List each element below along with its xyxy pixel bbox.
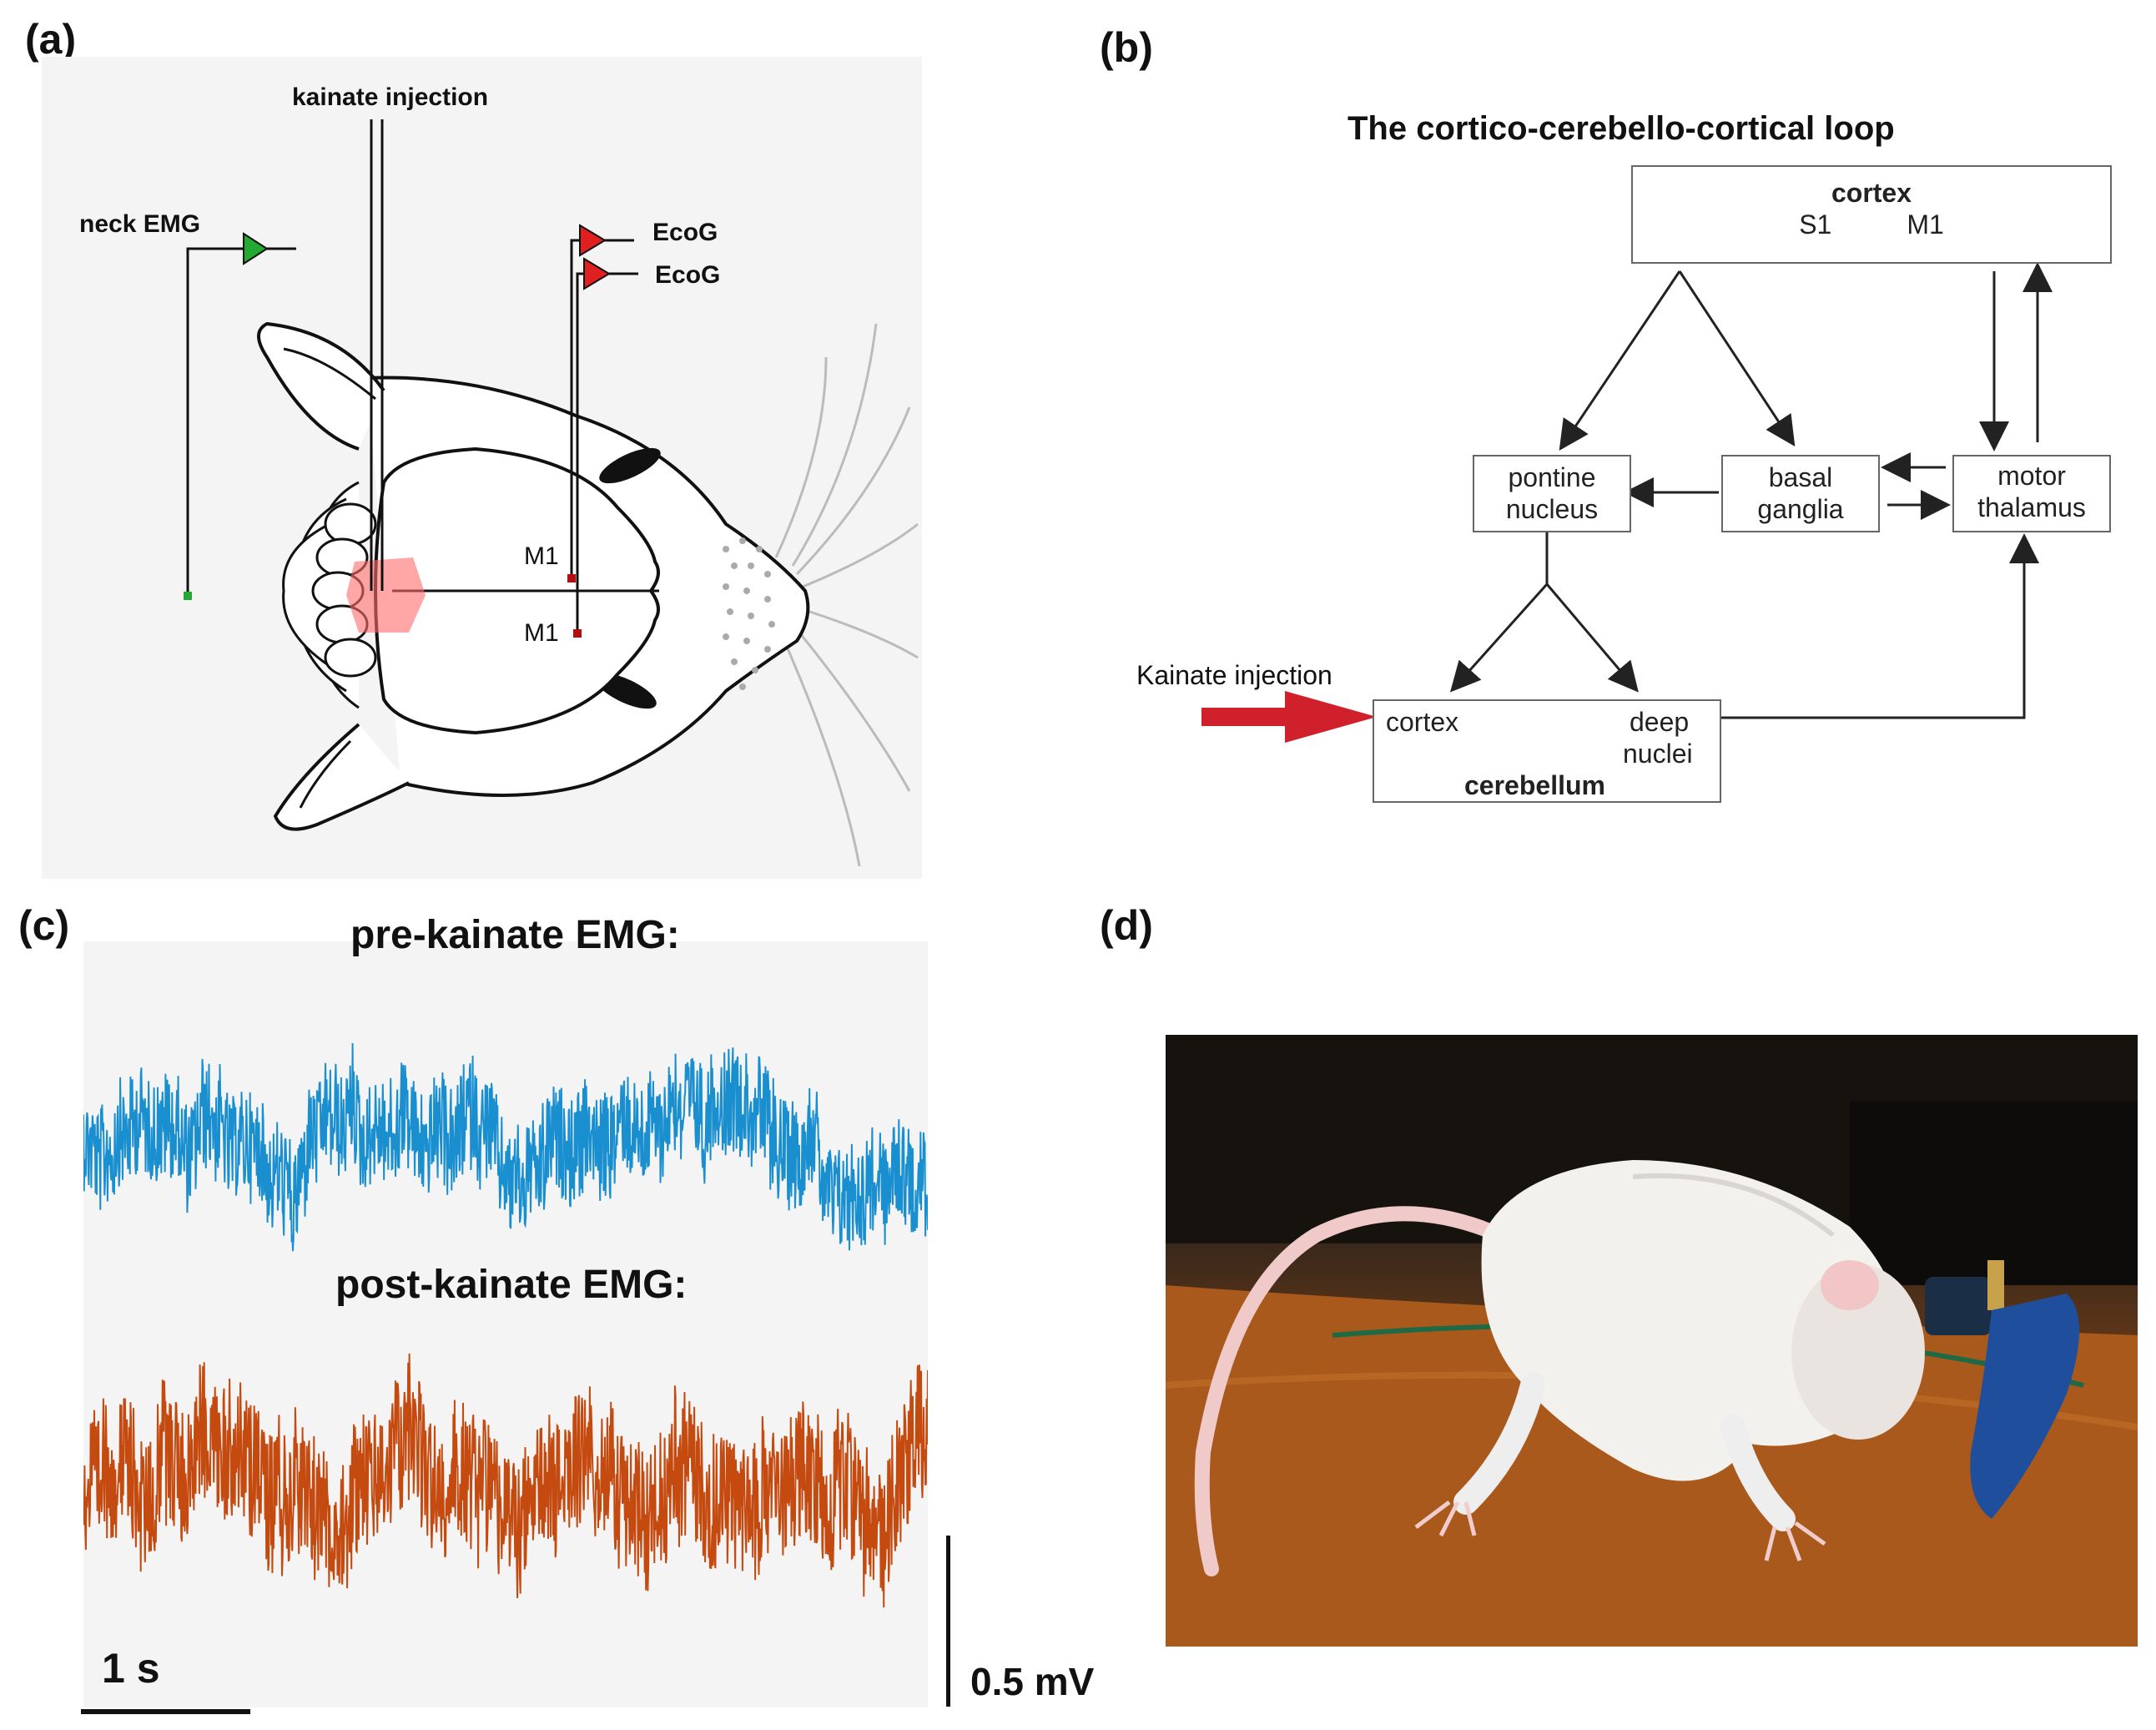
- basal-line1: basal: [1768, 462, 1833, 492]
- m1-label-bottom: M1: [524, 619, 559, 647]
- loop-title: The cortico-cerebello-cortical loop: [1348, 110, 1895, 147]
- eye-top: [599, 447, 661, 484]
- rat-body: [1481, 1160, 1900, 1481]
- panel-a-rat-schematic: [184, 119, 919, 867]
- connector-cap: [1987, 1260, 2004, 1310]
- kainate-arrow: [1285, 691, 1377, 743]
- ecog-marker-2: [583, 257, 611, 290]
- pre-kainate-title: pre-kainate EMG:: [350, 913, 680, 957]
- rat-photo: [1166, 1035, 2138, 1647]
- rat-head: [1791, 1264, 1925, 1440]
- basal-line2: ganglia: [1757, 494, 1844, 524]
- kainate-injection-label: kainate injection: [292, 83, 489, 111]
- cerebellum-box: cortex deep nuclei cerebellum: [1373, 699, 1721, 803]
- blue-holder: [1970, 1294, 2079, 1519]
- cerebellum-title: cerebellum: [1464, 770, 1605, 800]
- m1-label: M1: [1907, 209, 1944, 240]
- m1-label-top: M1: [524, 542, 559, 570]
- cortex-title: cortex: [1831, 178, 1912, 208]
- panel-c-background: [83, 941, 928, 1707]
- motor-thalamus-box: motor thalamus: [1952, 455, 2111, 532]
- emg-marker-green: [243, 232, 269, 265]
- s1-label: S1: [1799, 209, 1832, 240]
- panel-a-label: (a): [25, 16, 77, 63]
- panel-b-label: (b): [1100, 24, 1153, 71]
- ecog-label-1: EcoG: [652, 219, 718, 246]
- thalamus-line2: thalamus: [1977, 492, 2086, 522]
- cerebellum-outline: [282, 481, 377, 709]
- pontine-line2: nucleus: [1505, 494, 1599, 524]
- amplitude-scale-bar: [946, 1536, 950, 1707]
- ecog-label-2: EcoG: [655, 261, 721, 289]
- panel-d-label: (d): [1100, 902, 1153, 949]
- whiskers: [774, 323, 919, 867]
- pontine-line1: pontine: [1508, 462, 1596, 492]
- rat-ear: [1821, 1260, 1879, 1310]
- time-scale-bar: [81, 1709, 250, 1714]
- time-scale-label: 1 s: [102, 1645, 160, 1692]
- neck-emg-label: neck EMG: [79, 210, 201, 238]
- loop-diagram-arrows: [1201, 262, 2053, 757]
- rat-tail: [1194, 1206, 1540, 1576]
- photo-illustration: [1166, 1035, 2138, 1647]
- cortex-box: cortex S1 M1: [1631, 165, 2112, 264]
- post-kainate-title: post-kainate EMG:: [335, 1263, 688, 1307]
- kainate-injection-text: Kainate injection: [1136, 660, 1332, 690]
- post-kainate-trace: [83, 1353, 928, 1608]
- cerebellum-cortex-label: cortex: [1386, 707, 1459, 737]
- ear-top: [257, 321, 385, 451]
- pontine-nucleus-box: pontine nucleus: [1473, 455, 1631, 532]
- emg-traces: [83, 1042, 928, 1608]
- ear-bottom: [273, 723, 410, 831]
- basal-ganglia-box: basal ganglia: [1721, 455, 1880, 532]
- cortex-areas: S1 M1: [1633, 209, 2110, 240]
- deep-nuclei-line2: nuclei: [1623, 739, 1693, 769]
- thalamus-line1: motor: [1997, 461, 2066, 491]
- pre-kainate-trace: [83, 1042, 928, 1252]
- panel-c-label: (c): [18, 902, 70, 949]
- injection-zone: [346, 557, 426, 633]
- deep-nuclei-line1: deep: [1630, 707, 1690, 737]
- ecog-marker-1: [579, 224, 607, 257]
- snout-dots: [723, 537, 775, 690]
- amplitude-scale-label: 0.5 mV: [970, 1660, 1095, 1703]
